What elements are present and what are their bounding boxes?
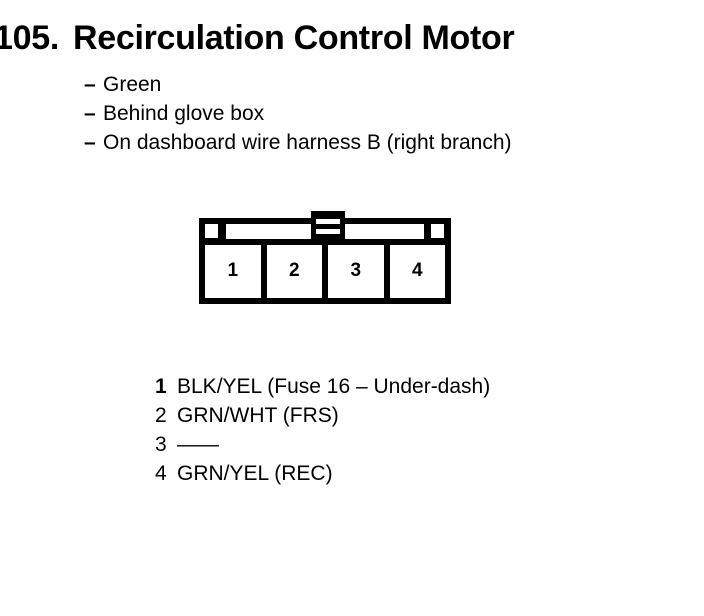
legend-pin-description: —— xyxy=(177,433,219,456)
list-item-label: Green xyxy=(103,73,162,96)
legend-pin-number: 4 xyxy=(155,462,167,485)
list-item: –Green xyxy=(84,70,512,99)
list-item: –Behind glove box xyxy=(84,99,512,128)
legend-pin-description: GRN/WHT (FRS) xyxy=(177,404,339,427)
legend-row: 2 GRN/WHT (FRS) xyxy=(155,401,490,430)
dash-bullet-icon: – xyxy=(84,131,96,154)
list-item-label: On dashboard wire harness B (right branc… xyxy=(103,131,512,154)
item-number: 105. xyxy=(0,19,59,57)
detail-list: –Green –Behind glove box –On dashboard w… xyxy=(84,70,512,157)
list-item-label: Behind glove box xyxy=(103,102,265,125)
connector-diagram: 1 2 3 4 xyxy=(199,211,457,306)
dash-bullet-icon: – xyxy=(84,73,96,96)
connector-cell-label: 2 xyxy=(288,260,300,281)
legend-pin-number: 2 xyxy=(155,404,167,427)
legend-pin-number: 3 xyxy=(155,433,167,456)
center-latch-slot-lower xyxy=(316,229,340,234)
legend-row: 1 BLK/YEL (Fuse 16 – Under-dash) xyxy=(155,372,490,401)
connector-cell-label: 4 xyxy=(411,260,423,281)
connector-cell-3: 3 xyxy=(328,245,390,298)
center-latch-slot-upper xyxy=(316,219,340,224)
legend-row: 4 GRN/YEL (REC) xyxy=(155,459,490,488)
connector-cell-label: 3 xyxy=(350,260,362,281)
page-title: 105. Recirculation Control Motor xyxy=(0,18,515,58)
pin-legend: 1 BLK/YEL (Fuse 16 – Under-dash) 2 GRN/WHT… xyxy=(155,372,490,488)
left-locking-tab-hole xyxy=(205,224,218,238)
title-text: Recirculation Control Motor xyxy=(72,19,515,57)
legend-pin-description: GRN/YEL (REC) xyxy=(177,462,333,485)
right-locking-tab-hole xyxy=(431,224,444,238)
connector-cell-2: 2 xyxy=(266,245,328,298)
legend-pin-description: BLK/YEL (Fuse 16 – Under-dash) xyxy=(177,375,491,398)
legend-pin-number: 1 xyxy=(155,375,167,398)
connector-cell-1: 1 xyxy=(205,245,267,298)
connector-cell-label: 1 xyxy=(227,260,239,281)
connector-cell-4: 4 xyxy=(389,245,445,298)
center-latch-tab-icon xyxy=(311,211,345,245)
dash-bullet-icon: – xyxy=(84,102,96,125)
legend-row: 3 —— xyxy=(155,430,490,459)
connector-cell-row: 1 2 3 4 xyxy=(205,245,445,298)
list-item: –On dashboard wire harness B (right bran… xyxy=(84,128,512,157)
